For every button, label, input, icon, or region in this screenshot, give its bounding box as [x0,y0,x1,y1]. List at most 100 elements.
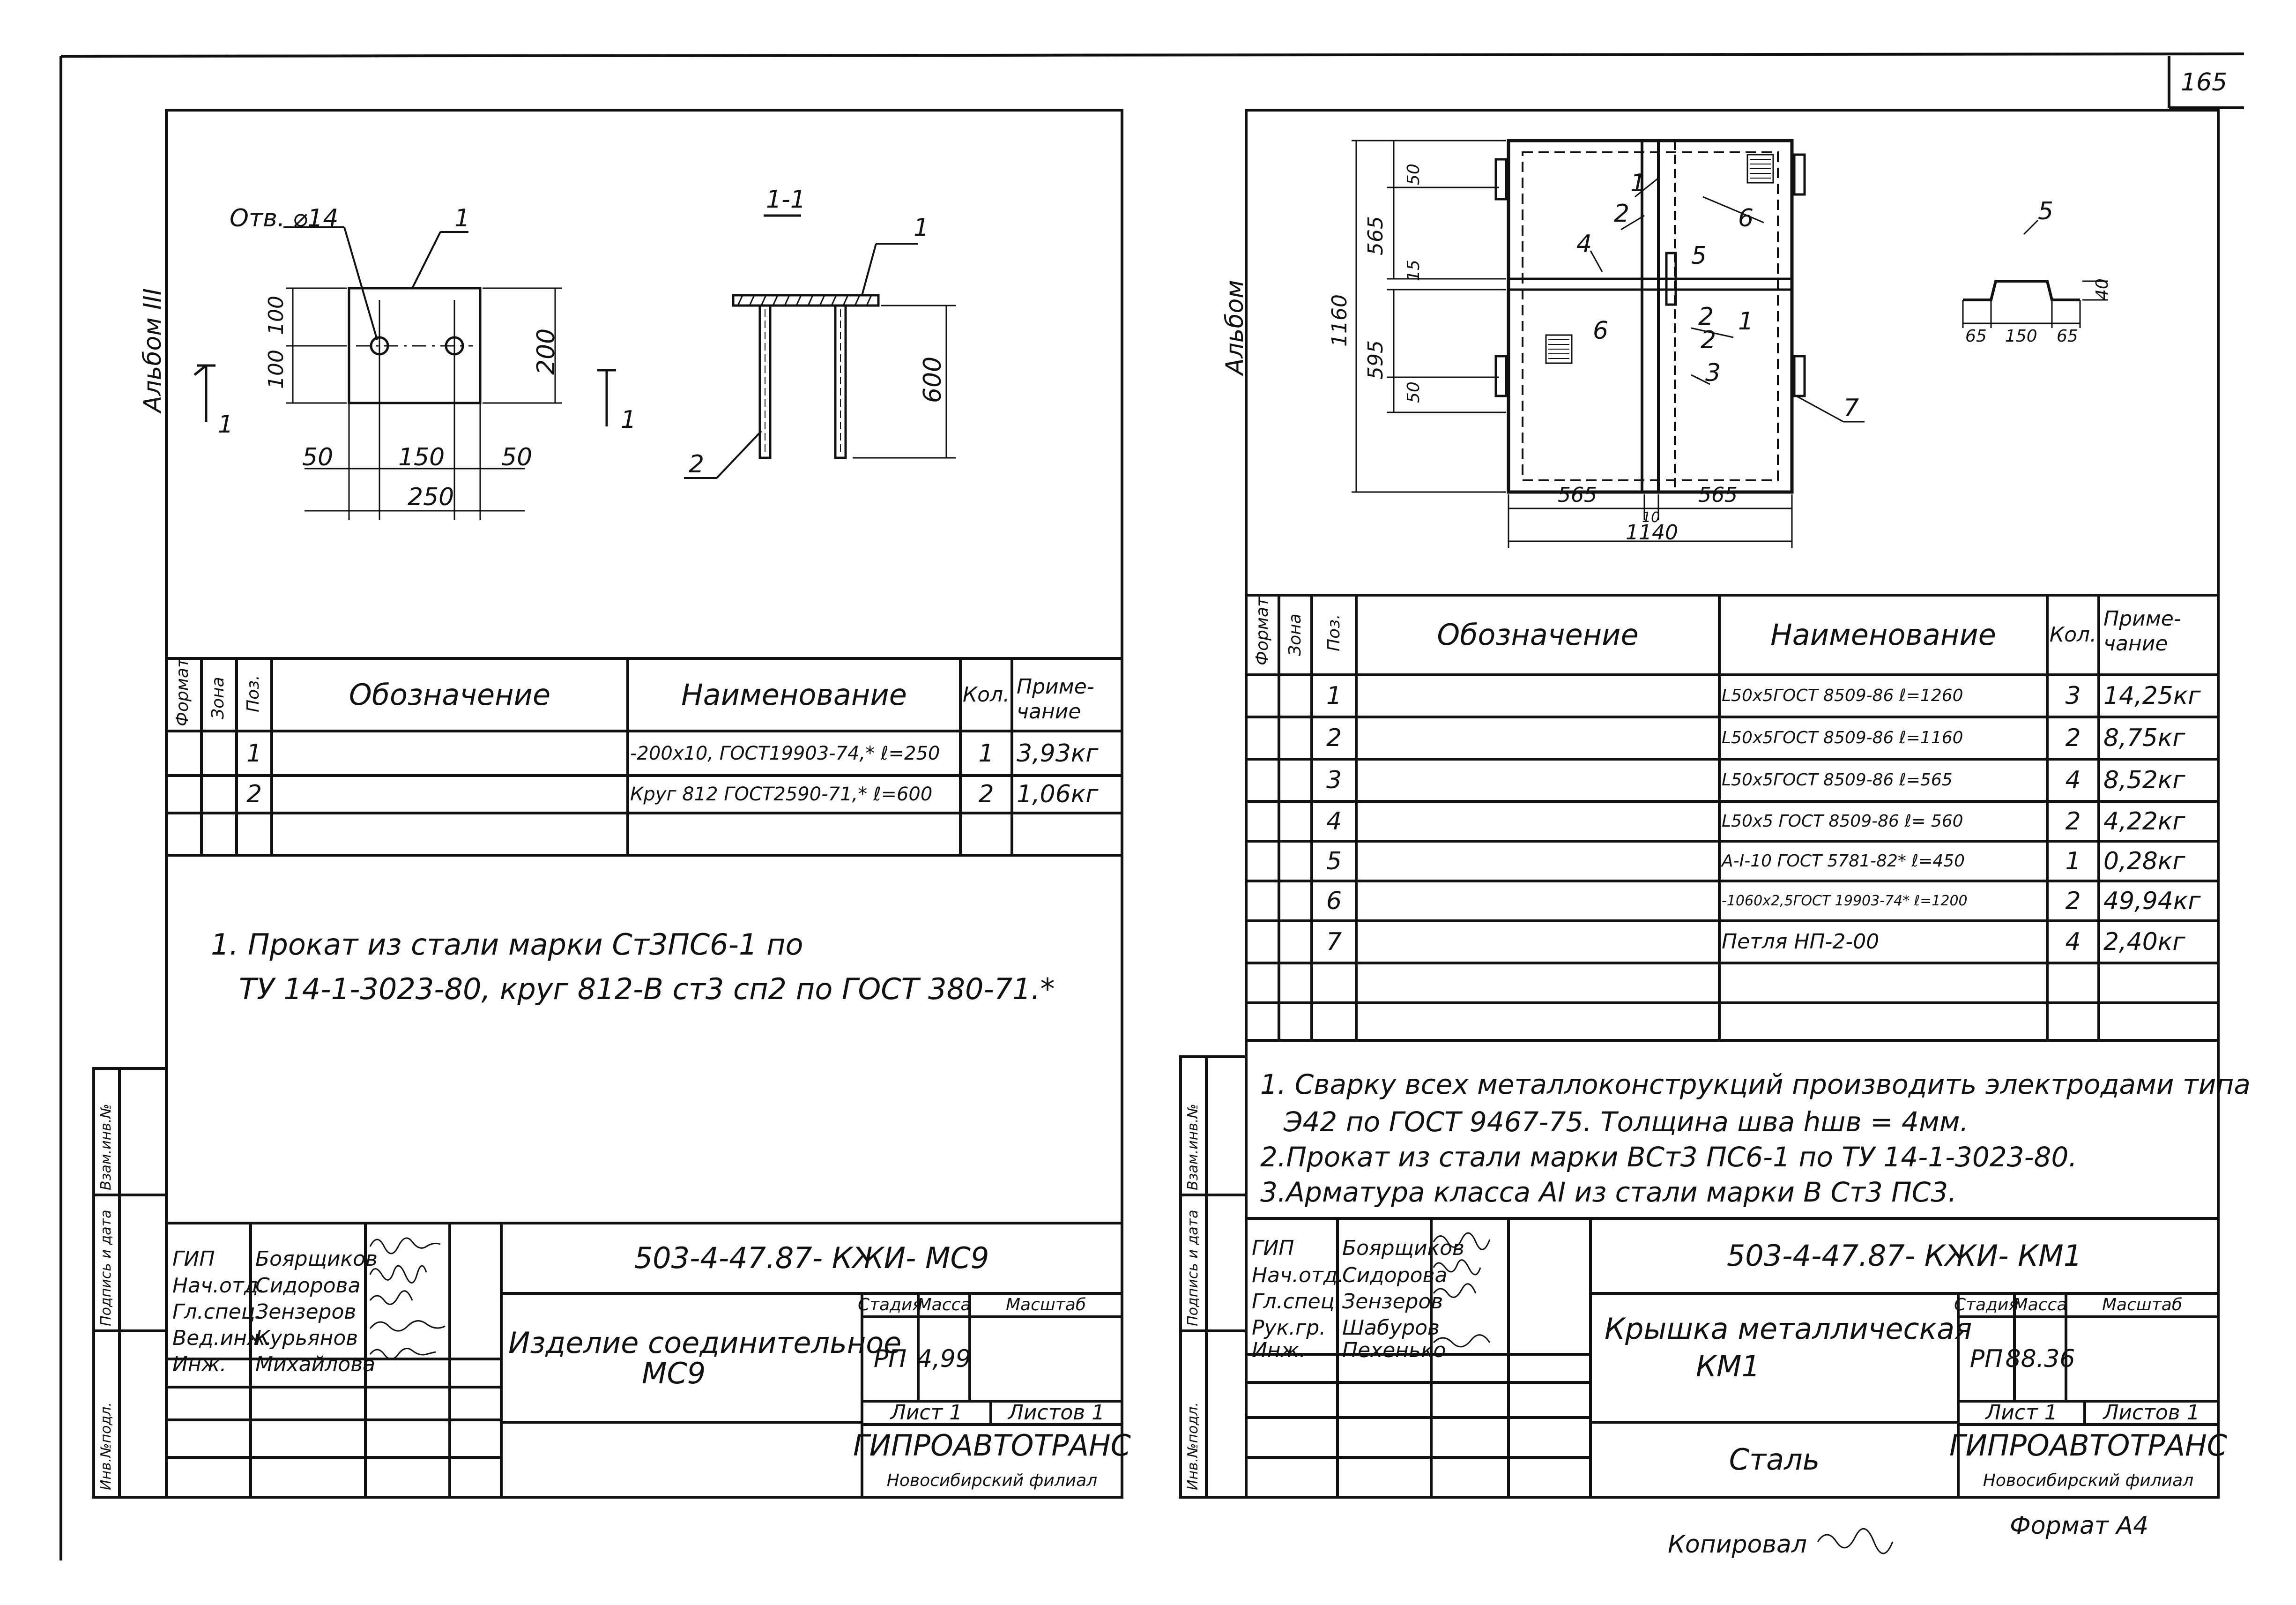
right-dim-50-bottom: 50 [1404,381,1423,403]
left-spec-h-designation: Обозначение [349,677,551,712]
left-tb-scale-label: Масштаб [1005,1295,1086,1314]
left-tb-role-4: Вед.инж. [172,1326,272,1350]
dim-150: 150 [398,443,445,471]
right-spec-row7-pos: 7 [1326,928,1342,956]
right-tb-sheet: Лист 1 [1985,1401,2058,1425]
right-spec-row6-qty: 2 [2065,887,2081,915]
left-cut-mark-1: 1 [218,411,234,439]
left-tb-mass-label: Масса [917,1295,971,1314]
left-tb-code: 503-4-47.87- КЖИ- МС9 [634,1241,989,1275]
right-tb-role-5: Инж. [1252,1338,1306,1362]
left-tb-role-5: Инж. [172,1352,227,1376]
right-dim-50-top: 50 [1404,164,1423,185]
right-pos-6-bottom: 6 [1593,317,1609,345]
right-spec-row6-name: -1060x2,5ГОСТ 19903-74* ℓ=1200 [1722,892,1968,909]
left-stamp-sign-date: Подпись и дата [98,1209,114,1327]
right-dim-565: 565 [1364,216,1388,255]
left-note-line-2: ТУ 14-1-3023-80, круг 812-В ст3 сп2 по Г… [239,972,1055,1006]
left-spec-row1-pos: 1 [246,739,262,768]
right-tb-mass: 88.36 [2005,1345,2075,1373]
right-dim-15: 15 [1404,260,1423,281]
dim-100-bottom: 100 [264,350,288,389]
right-spec-row4-name: L50x5 ГОСТ 8509-86 ℓ= 560 [1722,811,1963,831]
right-spec-row7-note: 2,40кг [2103,928,2185,956]
right-tb-title-2: КМ1 [1696,1349,1760,1383]
left-spec-row1-name: -200x10, ГОСТ19903-74,* ℓ=250 [630,742,940,764]
right-stamp-inv-orig: Инв.№подл. [1185,1402,1201,1490]
left-spec-row1-note: 3,93кг [1017,739,1099,768]
right-spec-row5-pos: 5 [1326,847,1342,875]
left-spec-h-zone: Зона [208,677,228,719]
right-spec-row3-note: 8,52кг [2103,766,2185,794]
right-pos-2-top: 2 [1614,200,1630,228]
right-spec-h-note: Приме-чание [2103,607,2181,656]
right-tb-org: ГИПРОАВТОТРАНС [1949,1428,2227,1463]
left-tb-stage-label: Стадия [857,1295,923,1314]
left-spec-row2-note: 1,06кг [1017,780,1099,808]
left-tb-name-5: Михайлова [255,1352,376,1376]
right-spec-row3-name: L50x5ГОСТ 8509-86 ℓ=565 [1722,770,1953,790]
right-dim-10: 10 [1642,509,1660,526]
dim-50-right: 50 [501,443,533,471]
right-spec-row2-note: 8,75кг [2103,724,2185,752]
right-tb-role-2: Нач.отд. [1252,1263,1344,1287]
left-spec-row1-qty: 1 [978,739,994,768]
profile-dim-65-left: 65 [1965,327,1987,346]
footer-format: Формат А4 [2010,1512,2149,1540]
right-spec-row5-name: А-Ⅰ-10 ГОСТ 5781-82* ℓ=450 [1722,851,1965,871]
right-tb-role-4: Рук.гр. [1252,1316,1326,1340]
left-tb-role-2: Нач.отд. [172,1274,265,1298]
right-stamp-sign-date: Подпись и дата [1185,1209,1201,1327]
right-spec-row7-name: Петля НП-2-00 [1722,930,1880,954]
right-tb-role-1: ГИП [1252,1236,1294,1260]
right-spec-row2-qty: 2 [2065,724,2081,752]
signatures [369,1232,1894,1554]
right-pos-6-top: 6 [1738,204,1754,232]
right-pos-7: 7 [1843,394,1859,422]
right-dim-1140: 1140 [1626,521,1678,545]
metal-cover-drawing [1352,139,2108,548]
right-spec-row4-note: 4,22кг [2103,807,2185,836]
dim-50-left: 50 [302,443,334,471]
right-note-line-4: 3.Арматура класса АⅠ из стали марки В Ст… [1260,1176,1957,1208]
right-note-line-1: 1. Сварку всех металлоконструкций произв… [1260,1068,2251,1100]
right-spec-row7-qty: 4 [2065,928,2081,956]
left-tb-org: ГИПРОАВТОТРАНС [853,1428,1131,1463]
right-tb-code: 503-4-47.87- КЖИ- КМ1 [1726,1239,2082,1273]
right-note-line-3: 2.Прокат из стали марки ВСт3 ПС6-1 по ТУ… [1260,1141,2077,1173]
left-pos-1-plan: 1 [454,204,470,232]
left-spec-h-name: Наименование [681,677,907,712]
left-spec-row2-qty: 2 [978,780,994,808]
right-spec-row6-note: 49,94кг [2103,887,2201,915]
right-stamp-repl-inv: Взам.инв.№ [1185,1104,1201,1190]
right-spec-h-qty: Кол. [2049,623,2097,647]
left-spec-h-format: Формат [173,657,192,726]
connection-part-drawing [193,214,956,520]
dim-600: 600 [919,356,947,403]
right-note-line-2: Э42 по ГОСТ 9467-75. Толщина шва hшв = 4… [1284,1106,1969,1138]
left-tb-branch: Новосибирский филиал [886,1471,1098,1490]
left-tb-title-1: Изделие соединительное [508,1326,902,1360]
left-tb-name-1: Боярщиков [255,1247,378,1271]
right-spec-row1-name: L50x5ГОСТ 8509-86 ℓ=1260 [1722,686,1963,705]
left-album-label: Альбом III [139,288,167,412]
left-hole-label: Отв. ⌀14 [230,204,339,232]
left-note-line-1: 1. Прокат из стали марки Ст3ПС6-1 по [211,927,803,962]
page-number: 165 [2181,68,2228,97]
left-tb-name-4: Курьянов [255,1326,358,1350]
right-pos-1-top: 1 [1630,169,1646,197]
right-tb-name-5: Пехенько [1342,1338,1446,1362]
dim-200: 200 [532,328,560,375]
right-spec-h-pos: Поз. [1324,614,1344,651]
right-spec-row4-qty: 2 [2065,807,2081,836]
left-tb-stage: РП [873,1345,907,1373]
left-spec-h-note: Приме-чание [1017,675,1094,724]
right-spec-row1-qty: 3 [2065,682,2081,710]
right-spec-h-zone: Зона [1285,613,1305,656]
right-spec-h-designation: Обозначение [1437,618,1639,652]
right-dim-565-right: 565 [1698,483,1738,507]
left-pos-1-section: 1 [914,214,929,242]
right-tb-title-1: Крышка металлическая [1605,1312,1972,1346]
right-pos-2-mid: 2 [1698,303,1714,331]
left-pos-2-section: 2 [689,450,705,478]
